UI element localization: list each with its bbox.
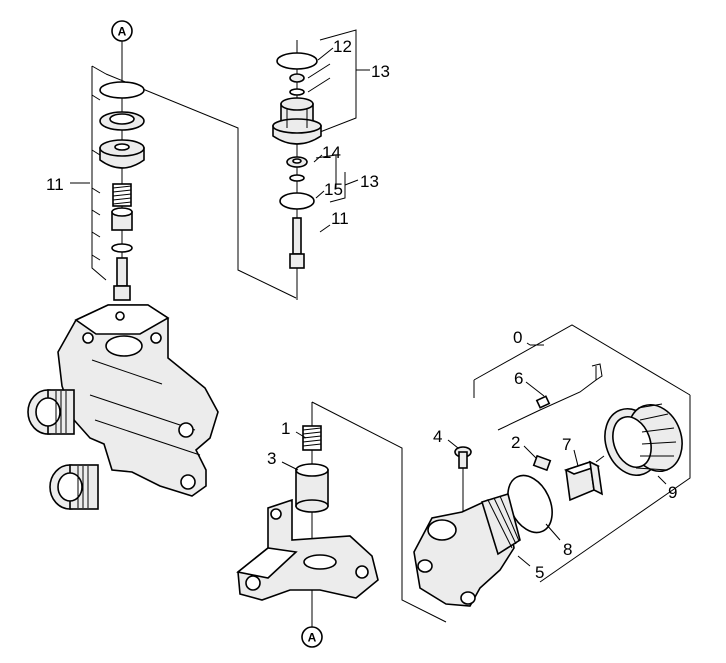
pump-head-housing: [27, 304, 219, 510]
label-4: 4: [433, 427, 442, 446]
label-11-left: 11: [46, 175, 64, 194]
label-13-mid: 13: [360, 172, 379, 191]
bottom-center-assembly: [236, 401, 447, 623]
threaded-port-upper: [27, 389, 75, 435]
label-3: 3: [267, 449, 276, 468]
leader-lines: [70, 47, 667, 567]
spring-left: [112, 183, 132, 207]
label-6: 6: [514, 369, 523, 388]
switch-group: [413, 324, 691, 607]
label-7: 7: [562, 435, 571, 454]
switch-housing-5: [413, 492, 521, 607]
reference-marker-top: A: [111, 20, 133, 58]
micro-switch-7: [563, 455, 605, 502]
reference-top-text: A: [118, 25, 127, 39]
threaded-port-lower: [49, 464, 99, 510]
reference-bottom-text: A: [308, 631, 317, 645]
label-5: 5: [535, 563, 544, 582]
part-number-labels: 12 13 14 15 13 11 11 0 6 1 3 4 2 7 8 5 9: [46, 37, 677, 582]
label-1: 1: [281, 419, 290, 438]
knurled-nut-9: [604, 403, 683, 476]
label-14: 14: [322, 143, 341, 162]
label-9: 9: [668, 483, 677, 502]
right-valve-stack: [272, 29, 370, 300]
label-0: 0: [513, 328, 522, 347]
wire-6: [497, 363, 603, 431]
label-11-right: 11: [331, 209, 349, 228]
reference-marker-bottom: A: [301, 606, 323, 648]
left-valve-stack: [91, 58, 297, 301]
spring-1: [302, 425, 322, 451]
label-8: 8: [563, 540, 572, 559]
label-13-top: 13: [371, 62, 390, 81]
label-12: 12: [333, 37, 352, 56]
label-2: 2: [511, 433, 520, 452]
label-15: 15: [324, 180, 343, 199]
